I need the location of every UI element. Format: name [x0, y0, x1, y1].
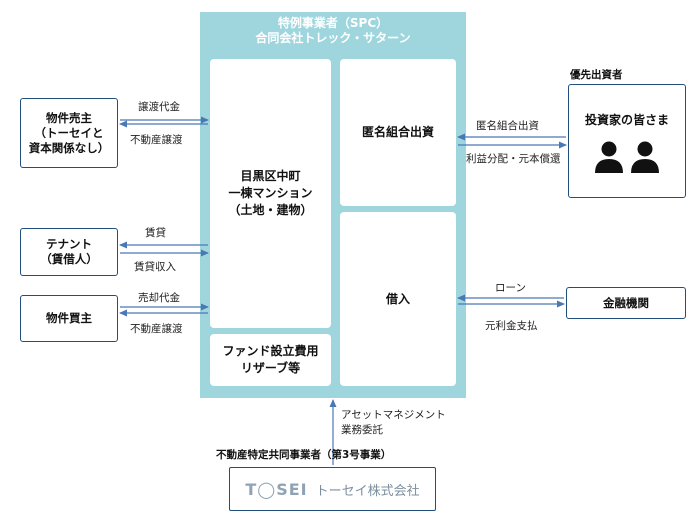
tenant-line2: （賃借人）	[40, 252, 98, 266]
seller-line3: 資本関係なし）	[28, 140, 110, 155]
bank-box: 金融機関	[566, 287, 686, 319]
investor-box: 投資家の皆さま	[568, 84, 686, 198]
asset-line2: 一棟マンション	[228, 186, 313, 200]
spc-title: 特例事業者（SPC） 合同会社トレック・サターン	[200, 16, 466, 46]
bank-label: 金融機関	[603, 295, 649, 310]
spc-title-line2: 合同会社トレック・サターン	[255, 31, 411, 45]
tk-investment-box: 匿名組合出資	[340, 59, 456, 206]
tk-investment-label: 匿名組合出資	[361, 125, 434, 139]
investor-investment-label: 匿名組合出資	[476, 120, 539, 132]
seller-line2: （トーセイと	[34, 125, 104, 140]
tenant-lease-label: 賃貸	[145, 227, 166, 239]
seller-payment-label: 譲渡代金	[138, 101, 180, 113]
seller-transfer-label: 不動産譲渡	[130, 134, 183, 146]
seller-line1: 物件売主	[46, 110, 92, 125]
seller-box: 物件売主 （トーセイと 資本関係なし）	[20, 98, 118, 168]
fund-cost-box: ファンド設立費用 リザーブ等	[210, 334, 331, 386]
people-icon	[595, 141, 659, 173]
tenant-box: テナント （賃借人）	[20, 228, 118, 276]
tosei-logo: T◯SEI	[245, 479, 308, 499]
fund-line2: リザーブ等	[240, 361, 301, 375]
asset-box: 目黒区中町 一棟マンション （土地・建物）	[210, 59, 331, 328]
tenant-rent-label: 賃貸収入	[134, 261, 176, 273]
asset-line3: （土地・建物）	[228, 203, 313, 217]
bank-repayment-label: 元利金支払	[485, 320, 538, 332]
tenant-line1: テナント	[46, 237, 92, 251]
bank-loan-label: ローン	[495, 282, 526, 294]
borrowing-label: 借入	[385, 291, 410, 306]
tosei-name: トーセイ株式会社	[315, 483, 420, 499]
borrowing-box: 借入	[340, 212, 456, 386]
spc-title-line1: 特例事業者（SPC）	[277, 16, 389, 30]
tosei-box: T◯SEI トーセイ株式会社	[229, 467, 436, 511]
buyer-payment-label: 売却代金	[138, 292, 180, 304]
investor-label: 投資家の皆さま	[584, 113, 669, 127]
asset-line1: 目黒区中町	[240, 169, 301, 183]
tosei-header: 不動産特定共同事業者（第3号事業）	[216, 449, 392, 461]
investor-distribution-label: 利益分配・元本償還	[466, 153, 561, 165]
fund-line1: ファンド設立費用	[222, 344, 319, 358]
am-label-line2: 業務委託	[341, 424, 383, 436]
am-label-line1: アセットマネジメント	[341, 409, 446, 421]
buyer-box: 物件買主	[20, 295, 118, 342]
buyer-label: 物件買主	[46, 311, 92, 325]
buyer-transfer-label: 不動産譲渡	[130, 323, 183, 335]
investor-header: 優先出資者	[570, 69, 623, 81]
